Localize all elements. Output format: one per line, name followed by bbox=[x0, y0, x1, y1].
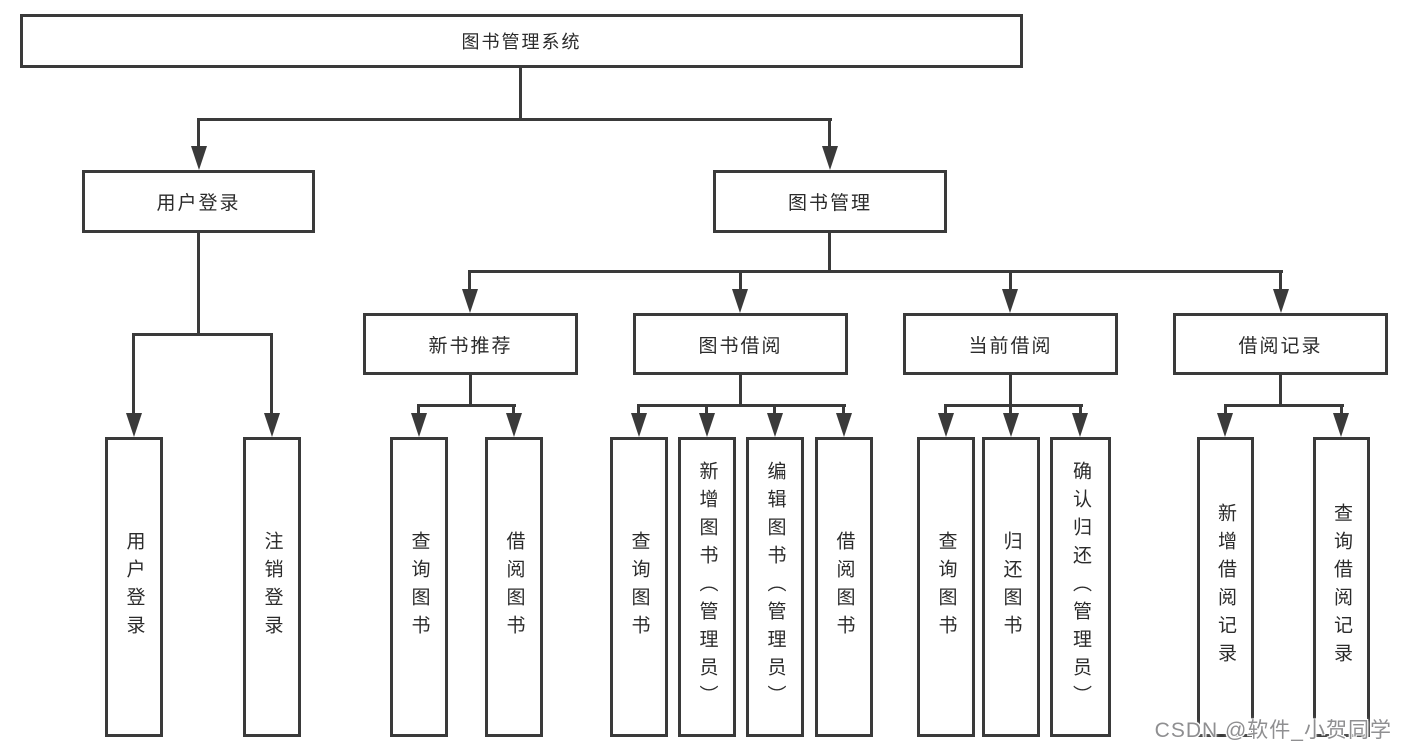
node-current-borrowing: 当前借阅 bbox=[903, 313, 1118, 375]
leaf-current-return-books: 归还图书 bbox=[982, 437, 1040, 737]
arrow-down-icon bbox=[938, 413, 954, 437]
connector-line bbox=[417, 404, 420, 416]
arrow-down-icon bbox=[822, 146, 838, 170]
arrow-down-icon bbox=[631, 413, 647, 437]
arrow-down-icon bbox=[462, 289, 478, 313]
leaf-borrowing-query-books: 查询图书 bbox=[610, 437, 668, 737]
node-book-borrowing: 图书借阅 bbox=[633, 313, 848, 375]
connector-line bbox=[132, 333, 135, 417]
arrow-down-icon bbox=[126, 413, 142, 437]
arrow-down-icon bbox=[1217, 413, 1233, 437]
arrow-down-icon bbox=[411, 413, 427, 437]
connector-line bbox=[944, 404, 1083, 407]
leaf-current-confirm-return-admin: 确认归还（管理员） bbox=[1050, 437, 1111, 737]
connector-line bbox=[469, 373, 472, 407]
arrow-down-icon bbox=[1002, 289, 1018, 313]
connector-line bbox=[739, 373, 742, 407]
connector-line bbox=[1009, 373, 1012, 407]
connector-line bbox=[944, 404, 947, 416]
connector-line bbox=[1009, 270, 1012, 292]
connector-line bbox=[1224, 404, 1227, 416]
leaf-borrowing-edit-books-admin: 编辑图书（管理员） bbox=[746, 437, 804, 737]
arrow-down-icon bbox=[264, 413, 280, 437]
arrow-down-icon bbox=[699, 413, 715, 437]
arrow-down-icon bbox=[1072, 413, 1088, 437]
node-book-management: 图书管理 bbox=[713, 170, 947, 233]
connector-line bbox=[705, 404, 708, 416]
node-new-book-recommend: 新书推荐 bbox=[363, 313, 578, 375]
connector-line bbox=[197, 118, 200, 149]
connector-line bbox=[828, 231, 831, 273]
arrow-down-icon bbox=[1003, 413, 1019, 437]
leaf-records-query-record: 查询借阅记录 bbox=[1313, 437, 1370, 737]
connector-line bbox=[1079, 404, 1082, 416]
connector-line bbox=[1279, 373, 1282, 407]
arrow-down-icon bbox=[1333, 413, 1349, 437]
connector-line bbox=[132, 333, 273, 336]
connector-line bbox=[1224, 404, 1344, 407]
connector-line bbox=[1279, 270, 1282, 292]
connector-line bbox=[637, 404, 846, 407]
arrow-down-icon bbox=[1273, 289, 1289, 313]
arrow-down-icon bbox=[836, 413, 852, 437]
connector-line bbox=[739, 270, 742, 292]
leaf-current-query-books: 查询图书 bbox=[917, 437, 975, 737]
node-borrowing-records: 借阅记录 bbox=[1173, 313, 1388, 375]
connector-line bbox=[773, 404, 776, 416]
connector-line bbox=[842, 404, 845, 416]
leaf-borrowing-add-books-admin: 新增图书（管理员） bbox=[678, 437, 736, 737]
csdn-watermark: CSDN @软件_小贺同学 bbox=[1154, 719, 1392, 742]
leaf-records-add-record: 新增借阅记录 bbox=[1197, 437, 1254, 737]
connector-line bbox=[512, 404, 515, 416]
arrow-down-icon bbox=[732, 289, 748, 313]
leaf-newbook-borrow-books: 借阅图书 bbox=[485, 437, 543, 737]
leaf-logout: 注销登录 bbox=[243, 437, 301, 737]
leaf-user-login: 用户登录 bbox=[105, 437, 163, 737]
leaf-borrowing-borrow-books: 借阅图书 bbox=[815, 437, 873, 737]
node-root: 图书管理系统 bbox=[20, 14, 1023, 68]
connector-line bbox=[468, 270, 471, 292]
connector-line bbox=[197, 118, 832, 121]
connector-line bbox=[270, 333, 273, 417]
node-user-login: 用户登录 bbox=[82, 170, 315, 233]
connector-line bbox=[1340, 404, 1343, 416]
arrow-down-icon bbox=[191, 146, 207, 170]
connector-line bbox=[417, 404, 516, 407]
arrow-down-icon bbox=[506, 413, 522, 437]
connector-line bbox=[637, 404, 640, 416]
connector-line bbox=[197, 231, 200, 335]
connector-line bbox=[519, 66, 522, 120]
arrow-down-icon bbox=[767, 413, 783, 437]
leaf-newbook-query-books: 查询图书 bbox=[390, 437, 448, 737]
connector-line bbox=[1009, 404, 1012, 416]
connector-line bbox=[468, 270, 1283, 273]
connector-line bbox=[828, 118, 831, 149]
